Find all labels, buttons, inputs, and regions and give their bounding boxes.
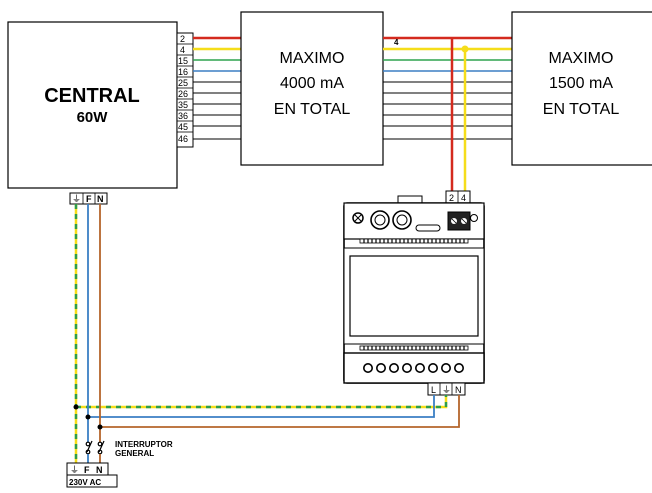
connector-icon (447, 211, 471, 231)
module-terminal-4: 4 (461, 193, 466, 203)
mains-label: 230V AC (69, 478, 101, 487)
module-terminal-2: 2 (449, 193, 454, 203)
module-earth-terminal: ⏚ (442, 385, 451, 395)
box-4000-line1: MAXIMO (280, 50, 345, 67)
mains-earth-terminal: ⏚ (70, 465, 79, 475)
din-module: 2 4 (343, 190, 485, 396)
central-f-terminal: F (86, 194, 92, 204)
wires-to-module (450, 38, 469, 191)
central-power: 60W (77, 109, 109, 126)
central-terminal-35: 35 (178, 100, 188, 110)
central-title: CENTRAL (44, 85, 140, 107)
junction-dot (85, 414, 91, 420)
central-terminal-36: 36 (178, 111, 188, 121)
load-box-4000: MAXIMO 4000 mA EN TOTAL (240, 11, 384, 166)
junction-dot (73, 404, 79, 410)
box-1500-line2: 1500 mA (549, 75, 613, 92)
central-terminal-2: 2 (180, 34, 185, 44)
terminal-screws (362, 362, 464, 373)
central-power-terminals: ⏚ F N (69, 192, 108, 205)
central-n-terminal: N (97, 194, 104, 204)
central-earth-terminal: ⏚ (72, 194, 81, 204)
wires-4000-to-1500: 4 (383, 36, 512, 140)
central-terminal-16: 16 (178, 67, 188, 77)
mains-terminal: ⏚ F N 230V AC (66, 462, 118, 488)
box-1500-line1: MAXIMO (549, 50, 614, 67)
central-box (7, 21, 178, 189)
central-terminal-26: 26 (178, 89, 188, 99)
switch-label-line2: GENERAL (115, 449, 154, 458)
wire-label-4: 4 (394, 38, 399, 47)
central-terminal-45: 45 (178, 122, 188, 132)
module-l-terminal: L (431, 385, 436, 395)
central-unit: CENTRAL 60W 2 4 15 16 25 26 35 36 45 46 (7, 21, 194, 205)
load-box-1500: MAXIMO 1500 mA EN TOTAL (511, 11, 652, 166)
fuse-icon (415, 224, 441, 232)
box-1500-line3: EN TOTAL (543, 101, 620, 118)
mains-n-terminal: N (96, 465, 103, 475)
module-n-terminal: N (455, 385, 462, 395)
switch-icon (85, 440, 105, 455)
central-terminal-4: 4 (180, 45, 185, 55)
power-wiring: INTERRUPTOR GENERAL (73, 204, 460, 463)
junction-dot (97, 424, 103, 430)
mains-f-terminal: F (84, 465, 90, 475)
switch-label-line1: INTERRUPTOR (115, 440, 173, 449)
box-4000-line3: EN TOTAL (274, 101, 351, 118)
central-terminal-25: 25 (178, 78, 188, 88)
junction-dot (461, 45, 469, 53)
box-4000-line2: 4000 mA (280, 75, 344, 92)
central-terminal-strip: 2 4 15 16 25 26 35 36 45 46 (176, 32, 194, 148)
wires-central-to-4000 (193, 36, 241, 140)
central-terminal-46: 46 (178, 134, 188, 144)
central-terminal-15: 15 (178, 56, 188, 66)
led-icon (470, 214, 478, 222)
